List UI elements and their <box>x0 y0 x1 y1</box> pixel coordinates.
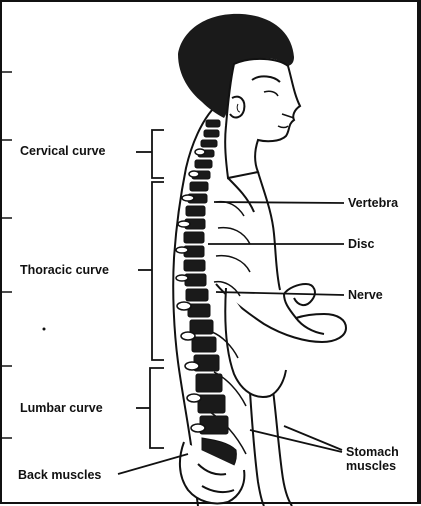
label-thoracic-curve: Thoracic curve <box>20 264 109 277</box>
label-vertebra: Vertebra <box>348 197 398 210</box>
label-lumbar-curve: Lumbar curve <box>20 402 103 415</box>
page-edge-ticks <box>2 72 12 438</box>
label-cervical-curve: Cervical curve <box>20 145 105 158</box>
speck <box>43 328 46 331</box>
label-stomach-muscles-line2: muscles <box>346 460 396 473</box>
label-back-muscles: Back muscles <box>18 469 101 482</box>
region-brackets <box>136 130 164 448</box>
label-disc: Disc <box>348 238 374 251</box>
label-nerve: Nerve <box>348 289 383 302</box>
label-stomach-muscles-line1: Stomach <box>346 446 399 459</box>
arm-figure <box>216 284 346 397</box>
